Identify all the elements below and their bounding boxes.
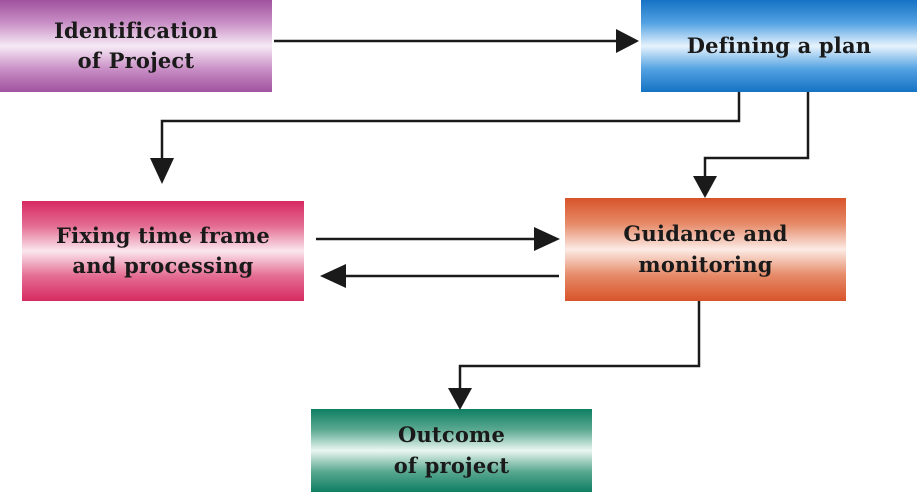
edge-defining-to-fixing bbox=[160, 92, 741, 160]
node-outcome-label: Outcome of project bbox=[393, 422, 510, 478]
edge-defining-to-guidance bbox=[703, 92, 810, 178]
node-fixing-label: Fixing time frame and processing bbox=[56, 222, 270, 278]
node-guidance-label: Guidance and monitoring bbox=[623, 221, 788, 277]
edge-guidance-to-outcome bbox=[458, 301, 701, 390]
arrowhead-fixing-to-guidance bbox=[534, 227, 560, 251]
arrowhead-to-fixing bbox=[150, 158, 174, 184]
node-outcome-of-project: Outcome of project bbox=[311, 409, 592, 492]
arrowhead-guidance-to-fixing bbox=[320, 264, 346, 288]
node-defining-label: Defining a plan bbox=[686, 32, 872, 58]
node-defining-a-plan: Defining a plan bbox=[641, 0, 917, 92]
node-fixing-time-frame: Fixing time frame and processing bbox=[22, 201, 304, 301]
arrowhead-to-guidance-top bbox=[693, 176, 717, 198]
node-identification-of-project: Identification of Project bbox=[0, 0, 272, 92]
node-guidance-and-monitoring: Guidance and monitoring bbox=[565, 198, 846, 301]
arrowhead-to-defining bbox=[616, 29, 639, 53]
node-identification-label: Identification of Project bbox=[54, 17, 218, 73]
arrowhead-to-outcome bbox=[448, 388, 472, 410]
